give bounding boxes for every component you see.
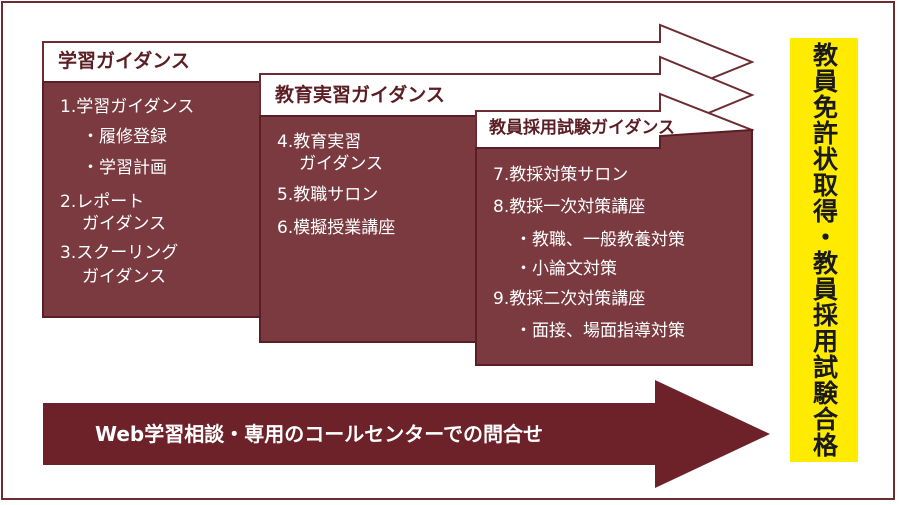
web-consult-arrow (43, 380, 770, 488)
stage1-item-1: 1.学習ガイダンス (60, 97, 195, 117)
stage2-heading: 教育実習ガイダンス (275, 84, 445, 106)
stage1-item-3: 3.スクーリング (60, 243, 179, 263)
stage1-item-1-sub-1: ・履修登録 (82, 127, 167, 147)
web-consult-label: Web学習相談・専用のコールセンターでの問合せ (95, 422, 544, 446)
stage2-item-6: 6.模擬授業講座 (277, 218, 396, 238)
stage3-item-9: 9.教採二次対策講座 (493, 289, 646, 309)
stage2-item-4: 4.教育実習 (277, 132, 362, 152)
stage3-item-9-sub-1: ・面接、場面指導対策 (515, 321, 685, 341)
stage3-item-8-sub-2: ・小論文対策 (515, 259, 617, 279)
stage1-item-3-cont: ガイダンス (82, 267, 166, 287)
stage1-item-1-sub-2: ・学習計画 (82, 158, 167, 178)
stage3-box (475, 128, 753, 366)
stage1-box (42, 81, 261, 318)
stage1-item-2-cont: ガイダンス (82, 214, 166, 234)
goal-banner: 教員免許状取得・教員採用試験合格 (790, 38, 858, 462)
stage3-item-8: 8.教採一次対策講座 (493, 197, 646, 217)
stage2-item-4-cont: ガイダンス (299, 154, 383, 174)
stage3-item-7: 7.教採対策サロン (493, 165, 629, 185)
stage1-heading: 学習ガイダンス (58, 50, 190, 72)
stage3-heading: 教員採用試験ガイダンス (489, 118, 675, 138)
stage1-item-2: 2.レポート (60, 192, 145, 212)
stage3-item-8-sub-1: ・教職、一般教養対策 (515, 230, 685, 250)
stage2-item-5: 5.教職サロン (277, 185, 379, 205)
goal-label: 教員免許状取得・教員採用試験合格 (809, 42, 839, 458)
